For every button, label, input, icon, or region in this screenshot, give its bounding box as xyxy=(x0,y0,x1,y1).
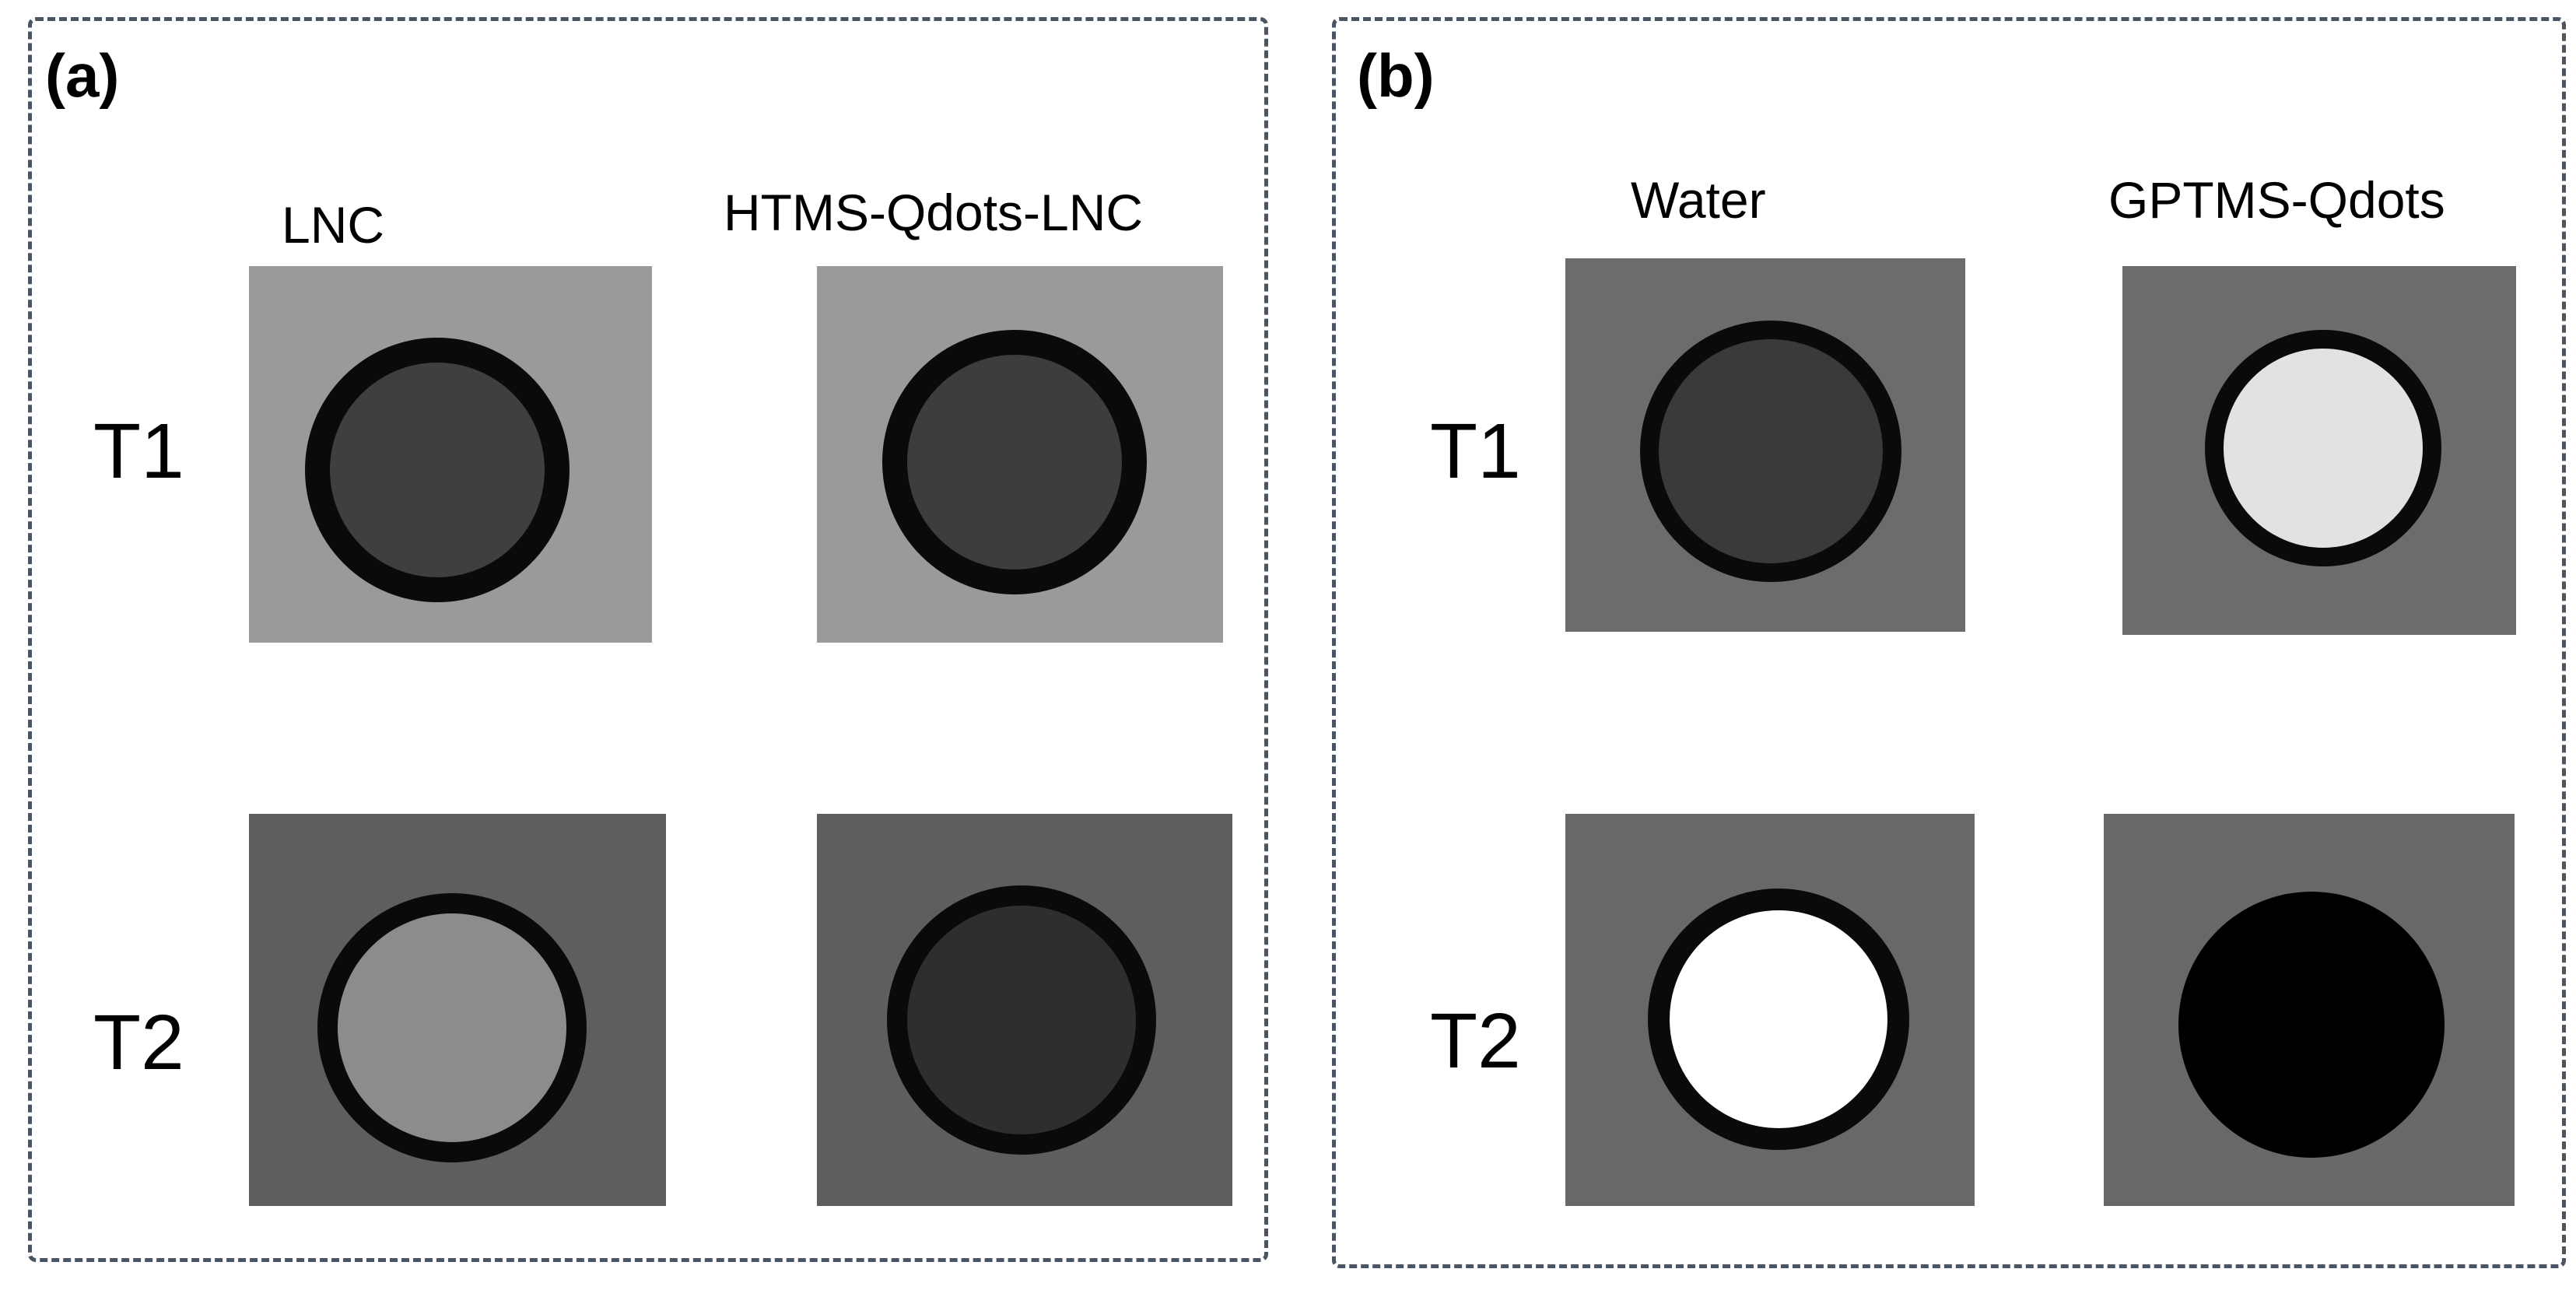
row-label-a-t1: T1 xyxy=(93,408,184,495)
col-label-lnc: LNC xyxy=(282,196,385,254)
sample-tube-water-t2 xyxy=(1648,889,1909,1150)
mri-image-lnc-t2 xyxy=(249,814,666,1206)
row-label-b-t2: T2 xyxy=(1430,997,1521,1085)
sample-tube-lnc-t1 xyxy=(305,338,570,602)
col-label-gptms-qdots: GPTMS-Qdots xyxy=(2108,171,2445,229)
panel-a xyxy=(28,17,1268,1262)
panel-b xyxy=(1332,17,2566,1268)
sample-tube-gptms-qdots-t2 xyxy=(2178,892,2445,1158)
sample-tube-lnc-t2 xyxy=(317,893,587,1162)
mri-image-water-t2 xyxy=(1565,814,1975,1206)
panel-a-label: (a) xyxy=(45,41,120,110)
mri-image-htms-qdots-lnc-t2 xyxy=(817,814,1232,1206)
mri-image-htms-qdots-lnc-t1 xyxy=(817,266,1223,643)
col-label-water: Water xyxy=(1631,171,1766,229)
row-label-a-t2: T2 xyxy=(93,999,184,1086)
mri-image-gptms-qdots-t2 xyxy=(2104,814,2515,1206)
panel-b-label: (b) xyxy=(1357,41,1435,110)
sample-tube-water-t1 xyxy=(1640,321,1901,582)
row-label-b-t1: T1 xyxy=(1430,408,1521,495)
sample-tube-gptms-qdots-t1 xyxy=(2205,330,2441,566)
sample-tube-htms-qdots-lnc-t2 xyxy=(887,885,1156,1155)
sample-tube-htms-qdots-lnc-t1 xyxy=(882,330,1147,594)
mri-image-gptms-qdots-t1 xyxy=(2122,266,2516,635)
col-label-htms-qdots-lnc: HTMS-Qdots-LNC xyxy=(724,184,1144,241)
mri-image-water-t1 xyxy=(1565,258,1965,632)
mri-image-lnc-t1 xyxy=(249,266,652,643)
